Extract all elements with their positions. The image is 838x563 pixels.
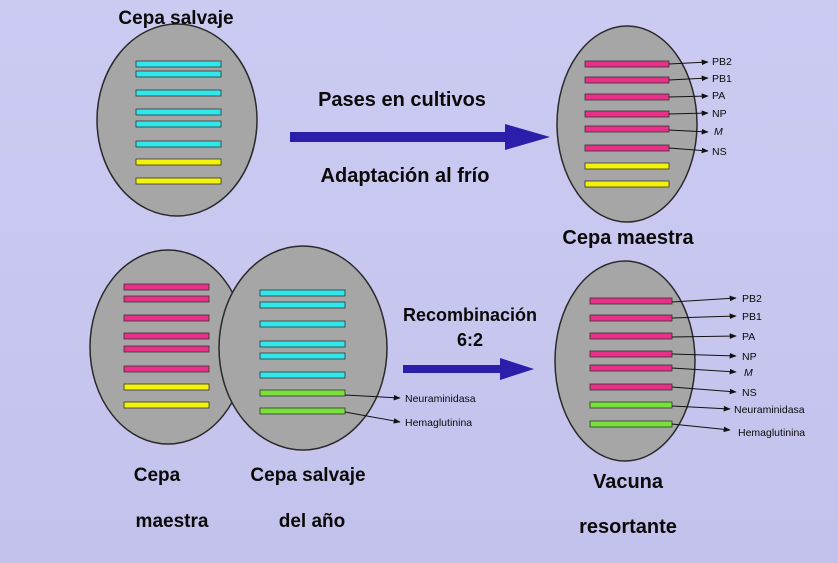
pointer-line xyxy=(668,110,709,116)
gene-label-ns-vaccine: NS xyxy=(742,387,757,399)
pointer-line xyxy=(344,411,401,424)
gene-label-pa: PA xyxy=(712,90,725,102)
gene-segment-green xyxy=(259,389,346,397)
gene-segment-magenta xyxy=(584,144,670,152)
gene-segment-magenta xyxy=(123,283,210,291)
step2-caption-line2: 6:2 xyxy=(457,330,483,350)
gene-segment-yellow xyxy=(135,158,222,166)
gene-segment-green xyxy=(259,407,346,415)
gene-segment-cyan xyxy=(135,70,222,78)
gene-segment-magenta xyxy=(123,332,210,340)
gene-segment-green xyxy=(589,401,673,409)
pointer-line xyxy=(668,128,709,135)
gene-segment-magenta xyxy=(123,365,210,373)
gene-label-np: NP xyxy=(712,108,727,120)
vaccine-label-line1: Vacuna xyxy=(593,471,664,493)
gene-segment-cyan xyxy=(135,108,222,116)
gene-segment-magenta xyxy=(589,383,673,391)
gene-segment-cyan xyxy=(259,320,346,328)
wild-strain-segments xyxy=(135,60,222,185)
pointer-line xyxy=(668,75,709,82)
step1-caption-line2: Adaptación al frío xyxy=(321,165,490,187)
pointer-line xyxy=(671,313,737,319)
gene-segment-magenta xyxy=(123,345,210,353)
gene-segment-magenta xyxy=(584,60,670,68)
gene-label-np-vaccine: NP xyxy=(742,351,757,363)
gene-segment-yellow xyxy=(123,401,210,409)
pointer-line xyxy=(671,386,737,395)
gene-label-neuraminidasa-left: Neuraminidasa xyxy=(405,393,476,405)
gene-label-hemaglutinina-vaccine: Hemaglutinina xyxy=(738,427,805,439)
gene-label-pb2: PB2 xyxy=(712,56,732,68)
wild-year-strain-segments xyxy=(259,289,346,415)
gene-segment-cyan xyxy=(259,289,346,297)
gene-segment-magenta xyxy=(589,314,673,322)
master-strain-title: Cepa maestra xyxy=(562,227,694,249)
vaccine-label-line2: resortante xyxy=(579,516,677,538)
gene-label-neuraminidasa-vaccine: Neuraminidasa xyxy=(734,404,805,416)
wild-year-label-line1: Cepa salvaje xyxy=(250,465,365,486)
master-strain-segments-bottom xyxy=(123,283,210,409)
gene-segment-cyan xyxy=(135,140,222,148)
gene-segment-magenta xyxy=(589,297,673,305)
gene-label-pa-vaccine: PA xyxy=(742,331,755,343)
step1-caption-line1: Pases en cultivos xyxy=(318,89,486,111)
gene-label-hemaglutinina-left: Hemaglutinina xyxy=(405,417,472,429)
gene-segment-magenta xyxy=(589,350,673,358)
process-arrow-top xyxy=(290,124,550,150)
gene-segment-magenta xyxy=(584,76,670,84)
gene-segment-magenta xyxy=(123,314,210,322)
wild-strain-title: Cepa salvaje xyxy=(118,8,233,29)
wild-year-strain-cell xyxy=(218,245,388,451)
gene-segment-cyan xyxy=(135,120,222,128)
pointer-line xyxy=(668,147,709,154)
gene-segment-cyan xyxy=(259,301,346,309)
gene-segment-magenta xyxy=(584,93,670,101)
gene-segment-yellow xyxy=(584,162,670,170)
gene-segment-cyan xyxy=(259,340,346,348)
wild-strain-cell xyxy=(96,23,258,217)
gene-segment-magenta xyxy=(589,332,673,340)
gene-label-pb1: PB1 xyxy=(712,73,732,85)
master-label-line2: maestra xyxy=(136,511,209,532)
step2-caption-line1: Recombinación xyxy=(403,305,537,325)
gene-segment-magenta xyxy=(584,110,670,118)
vaccine-gene-pointers xyxy=(671,295,737,433)
pointer-line xyxy=(671,423,731,433)
pointer-line xyxy=(344,394,401,401)
vaccine-cell xyxy=(554,260,696,462)
gene-label-m: M xyxy=(714,126,723,138)
master-strain-segments xyxy=(584,60,670,188)
gene-segment-magenta xyxy=(589,364,673,372)
wild-year-gene-pointers xyxy=(344,394,401,424)
gene-segment-green xyxy=(589,420,673,428)
gene-label-pb2-vaccine: PB2 xyxy=(742,293,762,305)
pointer-line xyxy=(671,367,737,375)
pointer-line xyxy=(671,295,737,303)
gene-segment-cyan xyxy=(259,371,346,379)
pointer-line xyxy=(668,59,709,66)
gene-segment-yellow xyxy=(584,180,670,188)
master-strain-cell xyxy=(556,25,698,223)
wild-year-label-line2: del año xyxy=(279,511,346,532)
pointer-line xyxy=(671,333,737,339)
gene-segment-cyan xyxy=(259,352,346,360)
gene-segment-magenta xyxy=(123,295,210,303)
pointer-line xyxy=(671,405,731,412)
gene-segment-cyan xyxy=(135,60,222,68)
pointer-line xyxy=(671,353,737,359)
gene-label-m-vaccine: M xyxy=(744,367,753,379)
gene-segment-magenta xyxy=(584,125,670,133)
gene-label-pb1-vaccine: PB1 xyxy=(742,311,762,323)
process-arrow-bottom xyxy=(403,358,534,380)
gene-segment-yellow xyxy=(135,177,222,185)
pointer-line xyxy=(668,93,709,99)
gene-segment-yellow xyxy=(123,383,210,391)
gene-segment-cyan xyxy=(135,89,222,97)
gene-label-ns: NS xyxy=(712,146,727,158)
master-gene-pointers xyxy=(668,59,709,154)
master-label-line1: Cepa xyxy=(134,465,181,486)
